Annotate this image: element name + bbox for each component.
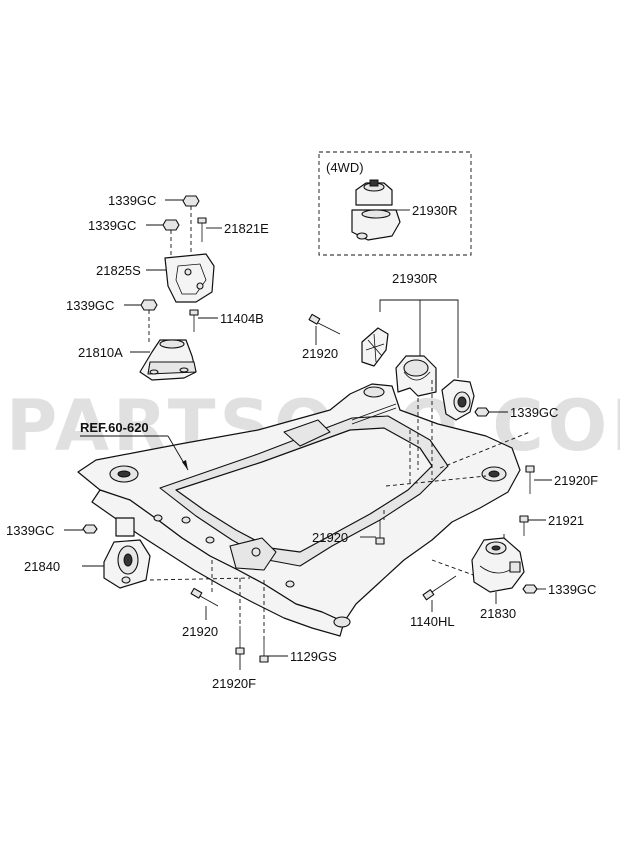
bolt-1129gs-drawing [259,640,269,663]
mount-21930r-4wd-drawing [351,179,401,241]
label-21825s: 21825S [96,263,141,278]
bushing-drawing [441,379,475,421]
label-11404b: 11404B [220,311,264,326]
label-21821e: 21821E [224,221,269,236]
bolt-21821e-drawing [197,217,207,224]
nut-1339gc-a-drawing [182,195,200,207]
label-21840: 21840 [24,559,60,574]
nut-1339gc-e-drawing [522,584,538,594]
label-1140hl: 1140HL [410,614,455,629]
label-21830: 21830 [480,606,516,621]
roll-mount-21930r-group: 21930R 1339GC [302,271,558,421]
nut-1339gc-d-drawing [474,407,490,417]
label-1129gs: 1129GS [290,649,337,664]
label-21920f-a: 21920F [554,473,598,488]
variant-box-4wd: (4WD) 21930R [318,151,472,256]
front-mount-assembly: 1339GC 1339GC 21821E 21825S 1339GC 11404… [66,193,269,381]
mount-bracket-drawing [395,355,437,397]
bolt-21920f-b-drawing [235,626,245,655]
label-21920f-b: 21920F [212,676,256,691]
nut-1339gc-c-drawing [140,299,158,311]
bolt-21920-c-drawing [190,587,219,607]
label-1339gc-c: 1339GC [66,298,114,313]
bracket-21825s-drawing [164,253,215,303]
nut-1339gc-f-drawing [82,524,98,534]
label-1339gc-a: 1339GC [108,193,156,208]
label-1339gc-f: 1339GC [6,523,54,538]
assembly-guides [149,380,531,640]
label-1339gc-e: 1339GC [548,582,596,597]
variant-box-title: (4WD) [326,160,364,175]
label-21920-b: 21920 [312,530,348,545]
label-21930r-4wd: 21930R [412,203,458,218]
mount-21830-drawing [471,537,525,593]
label-ref-60-620: REF.60-620 [80,420,149,435]
bolt-21920-a-drawing [308,313,341,335]
label-21920-c: 21920 [182,624,218,639]
bolt-11404b-drawing [189,309,199,316]
label-21921: 21921 [548,513,584,528]
label-21930r: 21930R [392,271,438,286]
label-21810a: 21810A [78,345,123,360]
label-21920-a: 21920 [302,346,338,361]
subframe-drawing [77,383,521,637]
bolt-21920-b-drawing [375,520,385,545]
nut-1339gc-b-drawing [162,219,180,231]
bolt-1140hl-drawing [422,575,457,601]
label-1339gc-d: 1339GC [510,405,558,420]
dust-plate-drawing [361,327,389,367]
bolt-21921-drawing [519,515,529,536]
mount-21840-drawing [103,517,151,589]
bolt-21920f-a-drawing [525,465,535,494]
label-1339gc-b: 1339GC [88,218,136,233]
